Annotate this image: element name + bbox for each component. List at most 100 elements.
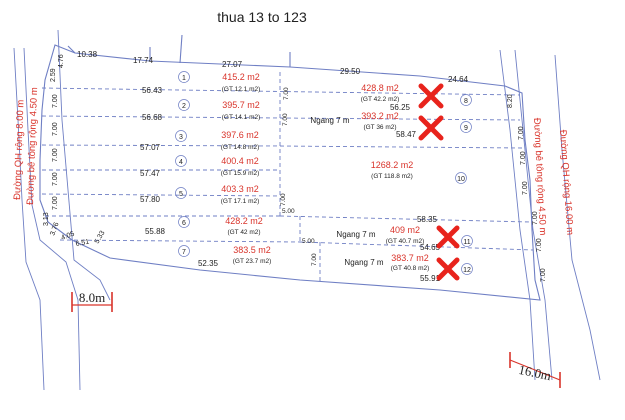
lot-frontage: Ngang 7 m xyxy=(344,258,383,267)
top-edge-lengths: 10.38 17.74 27.07 29.50 24.64 xyxy=(77,50,469,84)
lot-top-width: 58.35 xyxy=(417,215,438,224)
lot-gt: (GT 42.2 m2) xyxy=(361,96,400,103)
lot-area: 415.2 m2 xyxy=(222,72,260,82)
plan-title: thua 13 to 123 xyxy=(217,9,307,25)
lot-gt: (GT 40.8 m2) xyxy=(391,265,430,272)
lot-8: 8 428.8 m2 (GT 42.2 m2) 56.25 xyxy=(361,83,472,112)
length-label: 7.00 xyxy=(518,126,525,140)
lot-area: 428.8 m2 xyxy=(361,83,399,93)
length-label: 10.38 xyxy=(77,50,98,59)
length-label: 7.00 xyxy=(520,151,527,165)
lot-gt: (GT 36 m2) xyxy=(363,124,396,131)
lot-number: 6 xyxy=(182,220,186,227)
length-label: 7.00 xyxy=(536,238,543,252)
right-road-badge: 16.0m xyxy=(509,352,561,388)
lot-area: 1268.2 m2 xyxy=(371,160,414,170)
inner-lengths: 7.00 7.00 7.00 5.00 5.00 7.00 xyxy=(280,87,318,266)
lot-gt: (GT 23.7 m2) xyxy=(233,258,272,265)
lot-gt: (GT 17.1 m2) xyxy=(221,198,260,205)
lot-gt: (GT 40.7 m2) xyxy=(386,238,425,245)
right-road-labels: Đường bê tông rộng 4.50 m Đường QH rộng … xyxy=(531,118,575,236)
length-label: 7.00 xyxy=(522,181,529,195)
left-road-planned-width: Đường QH rộng 8.00 m xyxy=(12,99,26,200)
lot-number: 5 xyxy=(179,191,183,198)
length-label: 29.50 xyxy=(340,67,361,76)
length-label: 7.00 xyxy=(52,148,59,162)
right-road-lines xyxy=(499,49,601,381)
left-road-badge: 8.0m xyxy=(71,290,113,312)
lot-2: 2 395.7 m2 (GT 14.1 m2) 56.68 xyxy=(142,99,261,122)
lot-frontage: Ngang 7 m xyxy=(310,116,349,125)
lot-4: 4 400.4 m2 (GT 15.9 m2) 57.47 xyxy=(140,155,260,178)
lot-5: 5 403.3 m2 (GT 17.1 m2) 57.80 xyxy=(140,184,259,205)
lot-area: 428.2 m2 xyxy=(225,216,263,226)
length-label: 4.05 xyxy=(60,231,75,242)
lot-width: 57.80 xyxy=(140,195,161,204)
lot-3: 3 397.6 m2 (GT 14.8 m2) 57.07 xyxy=(140,130,259,152)
length-label: 7.00 xyxy=(52,122,59,136)
lot-number: 2 xyxy=(182,103,186,110)
lot-area: 397.6 m2 xyxy=(221,130,259,140)
lot-number: 7 xyxy=(182,249,186,256)
lot-width: 55.88 xyxy=(145,227,166,236)
lot-number: 1 xyxy=(182,75,186,82)
lot-area: 383.7 m2 xyxy=(391,253,429,263)
cross-mark-icon xyxy=(418,83,444,109)
length-label: 7.00 xyxy=(283,87,290,100)
lot-frontage: Ngang 7 m xyxy=(336,230,375,239)
length-label: 4.76 xyxy=(58,54,65,68)
lot-width: 52.35 xyxy=(198,259,219,268)
lot-6: 6 428.2 m2 (GT 42 m2) 55.88 xyxy=(145,216,263,236)
lot-7: 7 383.5 m2 (GT 23.7 m2) 52.35 xyxy=(178,245,272,268)
sold-marks xyxy=(418,83,460,281)
right-road-width-label: 16.0m xyxy=(517,362,552,384)
lot-width: 58.47 xyxy=(396,130,417,139)
length-label: 7.00 xyxy=(52,172,59,186)
lot-width: 57.47 xyxy=(140,169,161,178)
lot-width: 56.25 xyxy=(390,103,411,112)
length-label: 7.00 xyxy=(52,196,59,210)
lot-10: 10 1268.2 m2 (GT 118.8 m2) xyxy=(371,160,467,184)
lot-number: 12 xyxy=(463,267,471,274)
lot-number: 8 xyxy=(464,98,468,105)
lot-number: 11 xyxy=(463,239,470,246)
lot-area: 393.2 m2 xyxy=(361,111,399,121)
lot-width: 56.68 xyxy=(142,113,163,122)
lot-width: 54.65 xyxy=(420,243,441,252)
lot-1: 1 415.2 m2 (GT 12.1 m2) 56.43 xyxy=(142,71,261,95)
lot-width: 57.07 xyxy=(140,143,161,152)
left-road-labels: Đường QH rộng 8.00 m Đường bê tông rộng … xyxy=(12,87,40,205)
lot-width: 56.43 xyxy=(142,86,163,95)
lot-number: 9 xyxy=(464,125,468,132)
length-label: 24.64 xyxy=(448,75,469,84)
left-road-concrete-width: Đường bê tông rộng 4.50 m xyxy=(25,87,40,205)
length-label: 3.76 xyxy=(49,221,60,236)
lot-gt: (GT 14.1 m2) xyxy=(222,114,261,121)
lot-width: 55.91 xyxy=(420,274,441,283)
lot-area: 400.4 m2 xyxy=(221,156,259,166)
length-label: 7.00 xyxy=(532,211,539,225)
lot-number: 3 xyxy=(179,134,183,141)
lot-11: 11 58.35 Ngang 7 m 409 m2 (GT 40.7 m2) 5… xyxy=(336,215,473,252)
length-label: 5.00 xyxy=(282,208,295,215)
length-label: 7.00 xyxy=(540,268,547,282)
length-label: 2.59 xyxy=(50,68,57,82)
right-edge-lengths: 8.20 7.00 7.00 7.00 7.00 7.00 7.00 xyxy=(507,94,547,282)
lot-gt: (GT 15.9 m2) xyxy=(221,170,260,177)
length-label: 27.07 xyxy=(222,60,243,69)
length-label: 5.00 xyxy=(302,238,315,245)
length-label: 7.00 xyxy=(282,113,289,126)
cross-mark-icon xyxy=(436,225,460,249)
length-label: 7.00 xyxy=(311,253,318,266)
cross-mark-icon xyxy=(436,257,460,281)
lot-area: 383.5 m2 xyxy=(233,245,271,255)
lot-gt: (GT 12.1 m2) xyxy=(222,86,261,93)
length-label: 7.00 xyxy=(52,94,59,108)
right-road-planned-width: Đường QH rộng 16.00 m xyxy=(557,129,575,235)
length-label: 6.51 xyxy=(75,239,90,248)
lot-gt: (GT 42 m2) xyxy=(227,229,260,236)
lot-9: 9 Ngang 7 m 393.2 m2 (GT 36 m2) 58.47 xyxy=(310,111,472,139)
parcel-boundary xyxy=(39,34,541,301)
length-label: 7.00 xyxy=(280,193,287,206)
